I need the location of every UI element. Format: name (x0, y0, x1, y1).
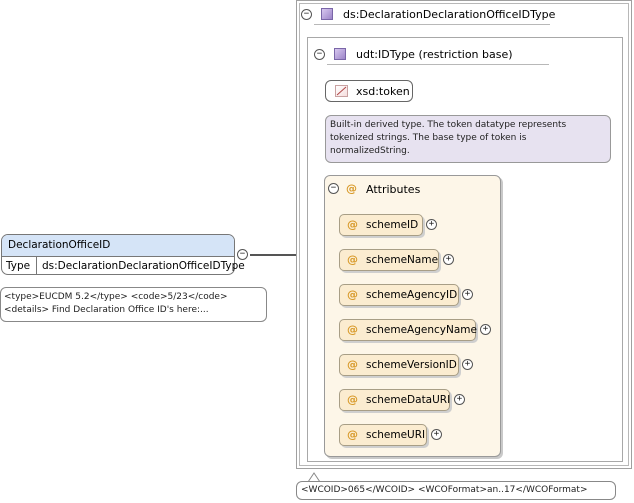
base-type-documentation: Built-in derived type. The token datatyp… (325, 115, 611, 163)
attribute-expand-button[interactable]: + (462, 289, 473, 300)
element-column-divider (36, 257, 37, 274)
element-collapse-button[interactable]: − (237, 249, 248, 260)
attribute-expand-button[interactable]: + (480, 324, 491, 335)
attribute-at-icon: @ (347, 393, 358, 406)
attributes-label: Attributes (366, 183, 421, 196)
attribute-at-icon: @ (347, 253, 358, 266)
attribute-item-schemeuri[interactable] (339, 424, 427, 446)
attribute-at-icon: @ (347, 288, 358, 301)
attribute-expand-button[interactable]: + (443, 254, 454, 265)
complex-type-header-underline (314, 24, 550, 25)
attribute-name: schemeName (366, 254, 439, 266)
restriction-label: udt:IDType (restriction base) (356, 48, 513, 61)
attribute-item-schemename[interactable] (339, 249, 439, 271)
attribute-item-schemeagencyid[interactable] (339, 284, 459, 306)
attribute-item-schemeversionid[interactable] (339, 354, 459, 376)
element-type-value: ds:DeclarationDeclarationOfficeIDType (42, 260, 245, 272)
attribute-name: schemeDataURI (366, 394, 451, 406)
complex-type-collapse-button[interactable]: − (301, 9, 312, 20)
attribute-name: schemeURI (366, 429, 426, 441)
bottom-doc-notch (308, 472, 320, 482)
attribute-expand-button[interactable]: + (431, 429, 442, 440)
attribute-at-icon: @ (347, 358, 358, 371)
attributes-at-icon: @ (346, 182, 357, 195)
attribute-at-icon: @ (347, 218, 358, 231)
element-doc-line: <details> Find Declaration Office ID's h… (4, 305, 209, 315)
base-type-doc-line: normalizedString. (330, 146, 410, 156)
element-documentation: <type>EUCDM 5.2</type> <code>5/23</code>… (0, 287, 267, 322)
complex-type-name: ds:DeclarationDeclarationOfficeIDType (343, 8, 556, 21)
attribute-expand-button[interactable]: + (454, 394, 465, 405)
attribute-name: schemeAgencyID (366, 289, 458, 301)
element-divider (2, 256, 234, 257)
element-doc-line: <type>EUCDM 5.2</type> <code>5/23</code> (4, 292, 228, 302)
connector-line (250, 254, 296, 256)
restriction-collapse-button[interactable]: − (314, 49, 325, 60)
complex-type-icon (321, 8, 333, 20)
element-header (2, 235, 234, 256)
attributes-collapse-button[interactable]: − (328, 183, 339, 194)
attribute-item-schemeid[interactable] (339, 214, 423, 236)
base-type-label: xsd:token (356, 85, 410, 98)
base-type-doc-line: Built-in derived type. The token datatyp… (330, 120, 567, 130)
complex-type-inner-frame (299, 3, 629, 466)
attribute-expand-button[interactable]: + (426, 219, 437, 230)
attribute-expand-button[interactable]: + (462, 359, 473, 370)
complex-type-documentation: <WCOID>065</WCOID> <WCOFormat>an..17</WC… (296, 481, 616, 500)
builtin-type-icon (335, 85, 348, 97)
element-name: DeclarationOfficeID (8, 239, 111, 251)
attribute-at-icon: @ (347, 323, 358, 336)
attribute-name: schemeID (366, 219, 419, 231)
simple-type-icon (334, 48, 346, 60)
attribute-item-schemedatauri[interactable] (339, 389, 450, 411)
restriction-header-underline (327, 64, 549, 65)
attribute-item-schemeagencyname[interactable] (339, 319, 476, 341)
attribute-name: schemeVersionID (366, 359, 457, 371)
attribute-at-icon: @ (347, 428, 358, 441)
attribute-name: schemeAgencyName (366, 324, 477, 336)
element-type-key: Type (6, 260, 31, 272)
base-type-doc-line: tokenized strings. The base type of toke… (330, 133, 527, 143)
